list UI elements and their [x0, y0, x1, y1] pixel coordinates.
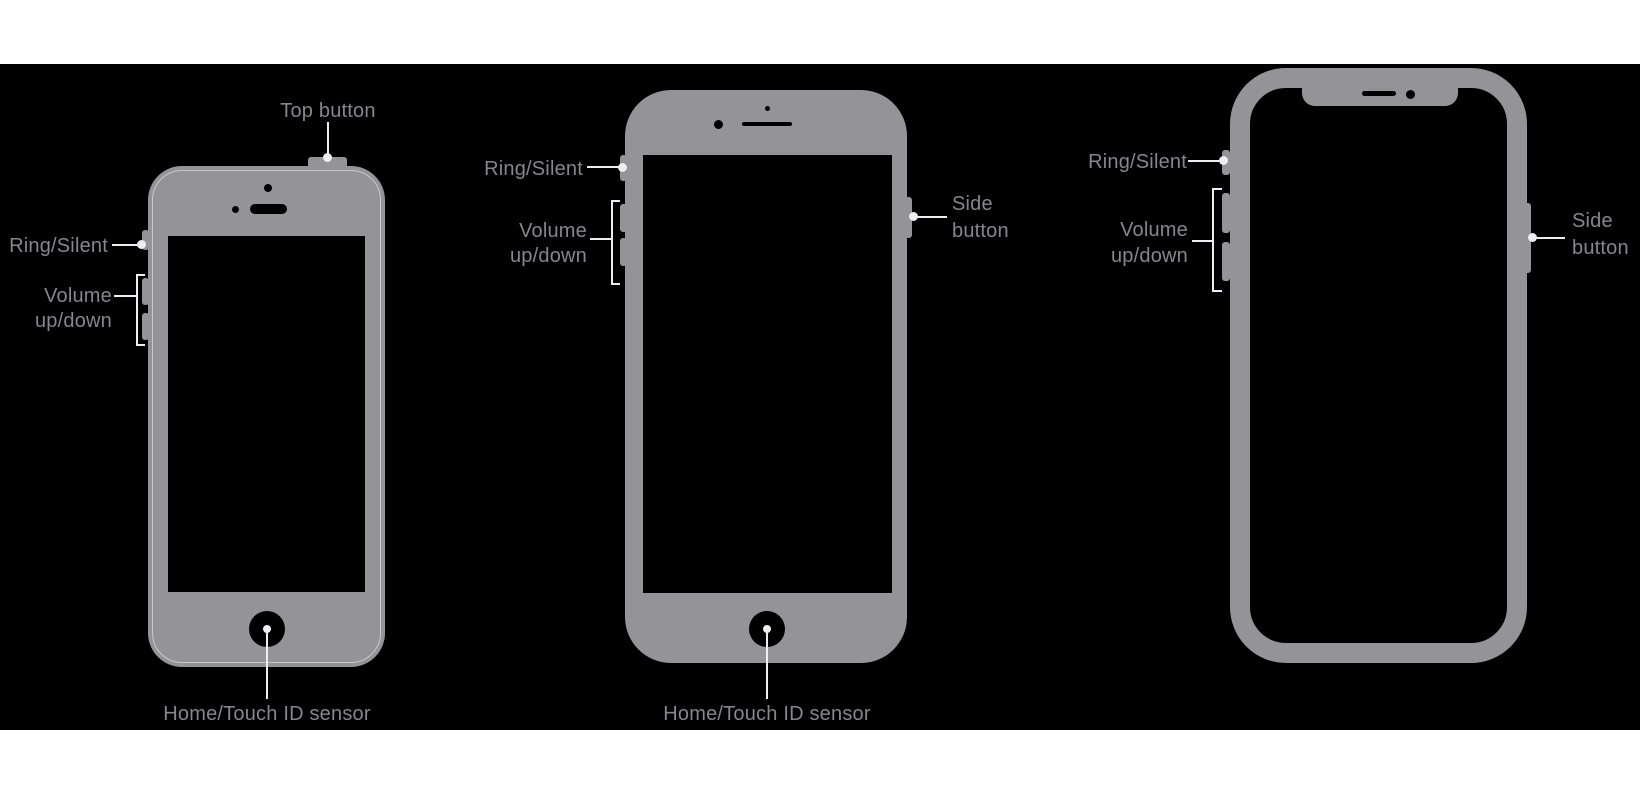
- black-background: [0, 64, 1640, 730]
